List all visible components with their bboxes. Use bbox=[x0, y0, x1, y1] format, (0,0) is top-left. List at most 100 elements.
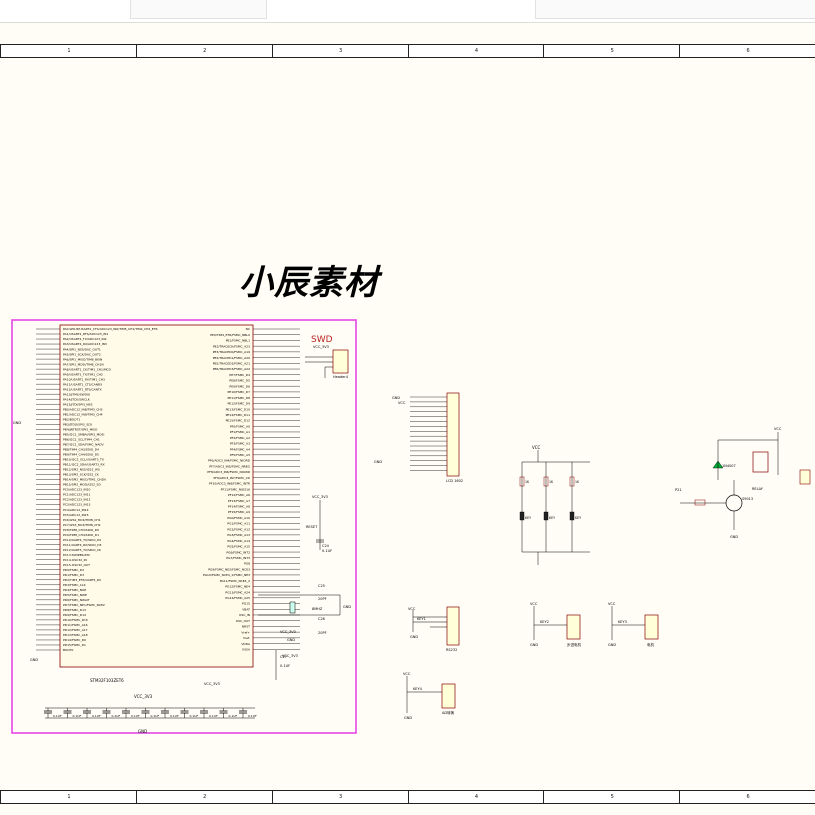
mcu-pin-label: PE14/FSMC_D11 bbox=[226, 413, 251, 417]
crystal-label: 8MHZ bbox=[312, 607, 323, 611]
mcu-pin-label: PA15/JTDI/SPI3_NSS bbox=[63, 402, 93, 406]
mcu-pin-label: PA7/SPI1_MOSI/TIM8_CH1N bbox=[63, 362, 104, 366]
cap-value: 0.1UF bbox=[73, 714, 82, 718]
mcu-pin-label: PE7/FSMC_D4 bbox=[229, 373, 250, 377]
mcu-pin-label: Vref+ bbox=[241, 630, 250, 634]
swd-header bbox=[332, 349, 349, 374]
mcu-pin-label: PG11/FSMC_NCE4_2 bbox=[220, 579, 250, 583]
key-switch bbox=[569, 511, 575, 521]
mcu-pin-label: PD8/FSMC_D13 bbox=[63, 608, 86, 612]
lcd-vcc: VCC bbox=[398, 401, 406, 405]
key-switch bbox=[519, 511, 525, 521]
cap-value: 0.1UF bbox=[229, 714, 238, 718]
mcu-pin-label: PE13/FSMC_D10 bbox=[226, 407, 251, 411]
key-resistor bbox=[569, 476, 575, 487]
crystal bbox=[289, 601, 296, 614]
mcu-pin-label: PB12/SPI2_NSS/I2S2_WS bbox=[63, 468, 100, 472]
toolbar-tab[interactable] bbox=[535, 0, 815, 19]
relay-gnd: GND bbox=[730, 535, 738, 539]
mcu-pin-label: PC14-OSC32_IN bbox=[63, 558, 87, 562]
mcu-pin-label: PA6/SPI1_MISO/TIM8_BKIN bbox=[63, 357, 102, 361]
c24-label: C24 bbox=[322, 544, 330, 548]
cap-value: 0.1UF bbox=[151, 714, 160, 718]
mcu-pin-label: PF1/FSMC_A1 bbox=[230, 430, 250, 434]
mcu-pin-label: PG4/FSMC_A14 bbox=[227, 539, 250, 543]
mcu-pin-label: PA12/USART1_RTS/CANTX bbox=[63, 387, 102, 391]
mcu-selection-box bbox=[11, 319, 357, 734]
mcu-pin-label: OSC_OUT bbox=[236, 619, 250, 623]
stepper-label: 步进电机 bbox=[567, 642, 581, 647]
mcu-pin-label: OSC_IN bbox=[239, 613, 250, 617]
key-label: KEY bbox=[549, 516, 555, 520]
mcu-pin-label: PB14/SPI2_MISO/TIM1_CH2N bbox=[63, 478, 106, 482]
relay-vcc: VCC bbox=[774, 427, 782, 431]
mcu-pin-label: PG5/FSMC_A15 bbox=[227, 545, 250, 549]
mcu-pin-label: PB1/ADC12_IN9/TIM3_CH4 bbox=[63, 412, 103, 416]
vref-vcc: VCC_3V3 bbox=[280, 630, 296, 634]
mcu-pin-label: PC4/ADC12_IN14 bbox=[63, 508, 89, 512]
cap-value: 0.1UF bbox=[112, 714, 121, 718]
mcu-pin-label: PE8/FSMC_D5 bbox=[229, 379, 250, 383]
gnd-label-caps: GND bbox=[138, 729, 147, 734]
mcu-pin-label: PG9/FSMC_NE2/FSMC_NCE3 bbox=[208, 567, 250, 571]
cap-value: 0.1UF bbox=[92, 714, 101, 718]
mcu-pin-label: PF14/FSMC_A8 bbox=[228, 504, 250, 508]
stepper-vcc: VCC bbox=[530, 602, 538, 606]
mcu-pin-label: PA10/USART1_RX/TIM1_CH3 bbox=[63, 377, 105, 381]
ruler-cell: 2 bbox=[135, 45, 273, 57]
mcu-pin-label: PD14/FSMC_D0 bbox=[63, 638, 86, 642]
cap-value: 0.1UF bbox=[53, 714, 62, 718]
mcu-pin-label: PC6/I2S2_MCK/TIM8_CH1 bbox=[63, 518, 101, 522]
mcu-pin-label: VSSA bbox=[242, 647, 251, 651]
mcu-pin-label: PA1/USART2_RTS/ADC123_IN1 bbox=[63, 332, 108, 336]
mcu-pin-label: PC13-TAMPER-RTC bbox=[63, 553, 90, 557]
mcu-vcc-bottom: VCC_3V3 bbox=[204, 682, 220, 686]
mcu-pin-label: PF7/ADC3_IN5/FSMC_NREG bbox=[209, 464, 250, 468]
mcu-pin-label: PD11/FSMC_A16 bbox=[63, 623, 88, 627]
rs232-key: KEY1 bbox=[417, 617, 426, 621]
cap-value: 0.1UF bbox=[248, 714, 257, 718]
c27-label: C27 bbox=[280, 655, 287, 659]
mcu-pin-label: PB13/SPI2_SCK/I2S2_CK bbox=[63, 473, 100, 477]
ruler-cell: 5 bbox=[543, 45, 680, 57]
mcu-pin-label: PD5/FSMC_NWE bbox=[63, 593, 87, 597]
mcu-pin-label: PF9/ADC3_IN7/FSMC_CD bbox=[213, 476, 250, 480]
mcu-body bbox=[59, 324, 254, 668]
mcu-pin-label: PE5/TRACED2/FSMC_A21 bbox=[213, 362, 250, 366]
mcu-pin-label: PE6/TRACED3/FSMC_A22 bbox=[213, 367, 250, 371]
ad-key: KEY4 bbox=[413, 687, 423, 691]
swd-title: SWD bbox=[311, 335, 333, 345]
reset-vcc: VCC_3V3 bbox=[312, 495, 328, 499]
ad-connector bbox=[441, 683, 456, 709]
key-switch bbox=[543, 511, 549, 521]
mcu-pin-label: PG13/FSMC_A24 bbox=[225, 590, 250, 594]
mcu-pin-label: PB8/TIM4_CH3/SDIO_D4 bbox=[63, 448, 99, 452]
mcu-pin-label: PD6/FSMC_NWAIT bbox=[63, 598, 90, 602]
mcu-pin-label: PE9/FSMC_D6 bbox=[229, 384, 250, 388]
mcu-pin-label: PC1/ADC123_IN11 bbox=[63, 493, 91, 497]
c24-value: 0.1UF bbox=[322, 549, 332, 553]
mcu-pin-label: BOOT0 bbox=[63, 648, 74, 652]
mcu-gnd-left: GND bbox=[13, 421, 21, 425]
mcu-pin-label: PC15-OSC32_OUT bbox=[63, 563, 90, 567]
relay-body bbox=[752, 451, 769, 473]
mcu-pin-label: PG7/FSMC_INT3 bbox=[226, 556, 250, 560]
transistor-label: S9013 bbox=[742, 497, 753, 501]
mcu-pin-label: Vref- bbox=[243, 636, 250, 640]
mcu-pin-label: PG0/FSMC_A10 bbox=[227, 516, 250, 520]
mcu-pin-label: PA3/USART2_RX/ADC123_IN3 bbox=[63, 342, 107, 346]
c27-value: 0.1UF bbox=[280, 664, 290, 668]
mcu-pin-label: PC5/ADC12_IN15 bbox=[63, 513, 89, 517]
ad-vcc: VCC bbox=[403, 672, 411, 676]
mcu-pin-label: PE3/TRACED0/FSMC_A19 bbox=[213, 350, 250, 354]
mcu-pin-label: PE1/FSMC_NBL1 bbox=[226, 339, 250, 343]
mcu-pin-label: PA9/USART1_TX/TIM1_CH2 bbox=[63, 372, 103, 376]
key-label: KEY bbox=[525, 516, 531, 520]
toolbar-tab[interactable] bbox=[130, 0, 267, 19]
mcu-pin-label: PA8/USART1_CK/TIM1_CH1/MCO bbox=[63, 367, 112, 371]
mcu-pin-label: PE2/TRACECK/FSMC_A23 bbox=[213, 344, 250, 348]
mcu-pin-label: PC12/UART5_TX/SDIO_CK bbox=[63, 548, 102, 552]
cap-value: 0.1UF bbox=[190, 714, 199, 718]
c25-value: 20PF bbox=[318, 597, 327, 601]
